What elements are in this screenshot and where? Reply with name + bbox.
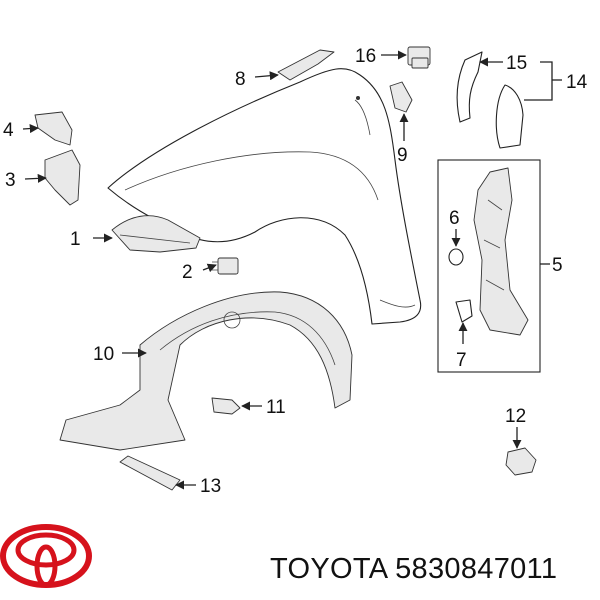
leader-lines — [22, 50, 562, 490]
callout-10: 10 — [93, 344, 114, 365]
callout-3: 3 — [5, 170, 16, 191]
fender-liner-part — [59, 291, 353, 451]
strip-part-13 — [119, 455, 181, 491]
seal-part-14 — [495, 84, 524, 149]
seal-part-8 — [277, 49, 335, 81]
part-caption: TOYOTA 5830847011 — [270, 553, 590, 593]
callout-5: 5 — [552, 255, 563, 276]
garnish-part-15 — [456, 51, 483, 123]
fender-bracket-part — [111, 215, 201, 253]
callout-4: 4 — [3, 120, 14, 141]
part-5-group-frame — [437, 159, 541, 373]
nut-part-12 — [505, 447, 537, 476]
bracket-part-4 — [34, 111, 73, 146]
callout-11: 11 — [266, 397, 286, 418]
callout-9: 9 — [397, 145, 408, 166]
front-fender-part — [107, 68, 422, 325]
part-number: 5830847011 — [395, 553, 558, 585]
clip-part-16 — [407, 46, 431, 69]
toyota-logo-icon — [0, 524, 92, 588]
clip-part-11 — [211, 397, 241, 415]
callout-12: 12 — [505, 406, 526, 427]
bracket-part-5 — [473, 167, 529, 336]
brand-name: TOYOTA — [270, 553, 387, 585]
callout-2: 2 — [182, 262, 193, 283]
callout-14: 14 — [566, 72, 588, 93]
callout-1: 1 — [70, 229, 81, 250]
callout-13: 13 — [200, 476, 221, 497]
clip-part-2 — [212, 257, 239, 275]
callout-8: 8 — [235, 69, 246, 90]
washer-part-6 — [448, 248, 464, 266]
callout-6: 6 — [449, 208, 460, 229]
bracket-part-3 — [44, 149, 81, 206]
bracket-part-9 — [389, 81, 413, 113]
callout-16: 16 — [355, 46, 376, 67]
callout-15: 15 — [506, 53, 527, 74]
callout-7: 7 — [456, 350, 467, 371]
clip-part-7 — [455, 299, 473, 323]
